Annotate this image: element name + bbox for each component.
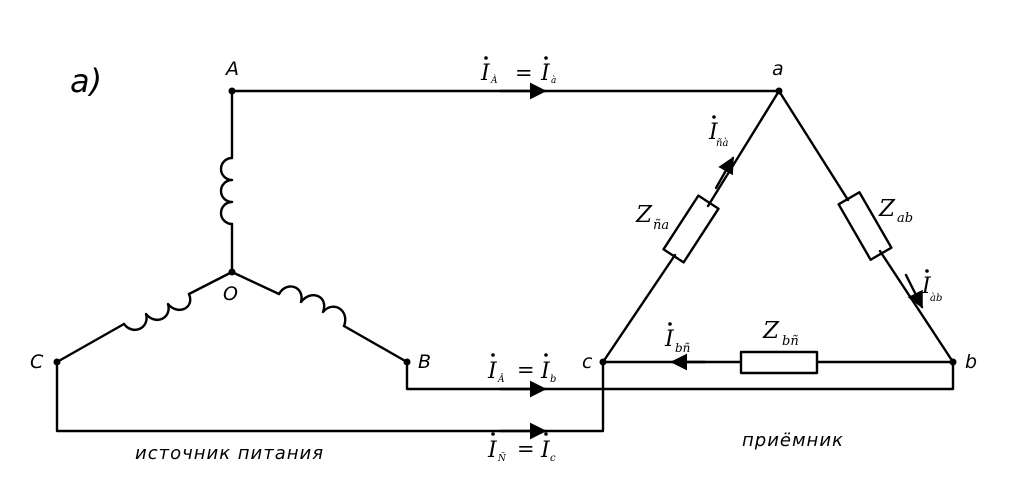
impedance-subscript: ab <box>897 211 913 226</box>
phase-b-lead-2 <box>342 324 409 364</box>
line-current-a-label: I À = I à <box>480 56 556 86</box>
current-subscript: c <box>550 453 556 464</box>
impedance-subscript: ña <box>653 218 669 233</box>
resistor-zbc <box>739 350 819 375</box>
line-current-b-label: I Â = I b <box>487 353 556 385</box>
node-label-b: b <box>965 351 977 373</box>
phase-current-ca-label: I ñà <box>708 115 728 149</box>
side-ca-1 <box>601 253 677 364</box>
phase-c-coil <box>122 292 192 331</box>
phase-current-bc-label: I bñ <box>664 322 690 355</box>
arrow-ica <box>714 156 735 190</box>
current-symbol: I <box>480 61 491 86</box>
current-subscript: b <box>550 374 556 385</box>
node-label-a: a <box>772 58 784 80</box>
side-ab-1 <box>777 89 850 202</box>
node-a-dot <box>775 87 783 95</box>
phasor-dot <box>668 322 672 326</box>
node-label-A: A <box>224 58 239 80</box>
current-symbol: I <box>921 274 932 299</box>
impedance-symbol: Z <box>762 318 780 344</box>
current-subscript: À <box>490 74 498 86</box>
current-subscript: Ñ <box>497 452 507 464</box>
current-symbol: I <box>487 438 498 463</box>
node-b-dot <box>949 358 957 366</box>
impedance-zbc-label: Z bñ <box>762 318 799 349</box>
resistor-zab <box>837 191 893 261</box>
source-caption: источник питания <box>135 443 324 464</box>
node-label-B: B <box>418 351 431 373</box>
line-current-c-label: I Ñ = I c <box>487 432 556 464</box>
current-symbol: I <box>708 120 719 145</box>
receiver-caption: приёмник <box>742 430 844 451</box>
phase-b-coil <box>277 285 347 328</box>
phasor-dot <box>544 432 548 436</box>
resistor-zca <box>662 194 720 264</box>
current-symbol: I <box>540 61 551 86</box>
current-subscript: àb <box>930 293 942 304</box>
node-A-dot <box>228 87 236 95</box>
phase-current-ab-label: I àb <box>921 269 942 304</box>
current-symbol: I <box>540 359 551 384</box>
phasor-dot <box>491 353 495 357</box>
impedance-symbol: Z <box>878 196 896 222</box>
receiver-delta <box>601 89 955 375</box>
impedance-zca-label: Z ña <box>635 202 669 233</box>
node-C-dot <box>53 358 61 366</box>
equals-sign: = <box>517 437 535 461</box>
node-dots <box>53 87 957 366</box>
source-star <box>55 89 409 364</box>
node-B-dot <box>403 358 411 366</box>
side-ab-2 <box>878 249 955 364</box>
node-O-dot <box>228 268 236 276</box>
node-c-dot <box>599 358 607 366</box>
node-label-c: c <box>582 351 593 373</box>
equals-sign: = <box>515 61 533 85</box>
phase-c-lead <box>187 270 234 296</box>
wire-b <box>405 360 955 391</box>
impedance-subscript: bñ <box>782 334 799 349</box>
phasor-dot <box>925 269 929 273</box>
phasor-dot <box>712 115 716 119</box>
phase-c-lead-2 <box>55 322 126 364</box>
figure-label: а) <box>70 62 102 100</box>
current-subscript: bñ <box>675 341 690 355</box>
phase-a-coil <box>219 156 234 226</box>
side-ca-2 <box>706 89 781 208</box>
current-subscript: à <box>551 75 556 86</box>
phasor-dot <box>544 56 548 60</box>
phase-b-lead <box>230 270 281 296</box>
node-label-C: C <box>30 351 44 373</box>
current-subscript: Â <box>497 373 505 385</box>
node-label-O: O <box>223 283 238 305</box>
phasor-dot <box>544 353 548 357</box>
wire-c <box>55 360 605 433</box>
equals-sign: = <box>517 358 535 382</box>
line-wires <box>55 82 955 440</box>
phasor-dot <box>491 432 495 436</box>
arrow-iab <box>904 273 924 309</box>
current-subscript: ñà <box>716 138 728 149</box>
current-symbol: I <box>664 327 675 352</box>
phasor-dot <box>484 56 488 60</box>
current-symbol: I <box>540 438 551 463</box>
current-symbol: I <box>487 359 498 384</box>
impedance-symbol: Z <box>635 202 653 228</box>
impedance-zab-label: Z ab <box>878 196 913 226</box>
